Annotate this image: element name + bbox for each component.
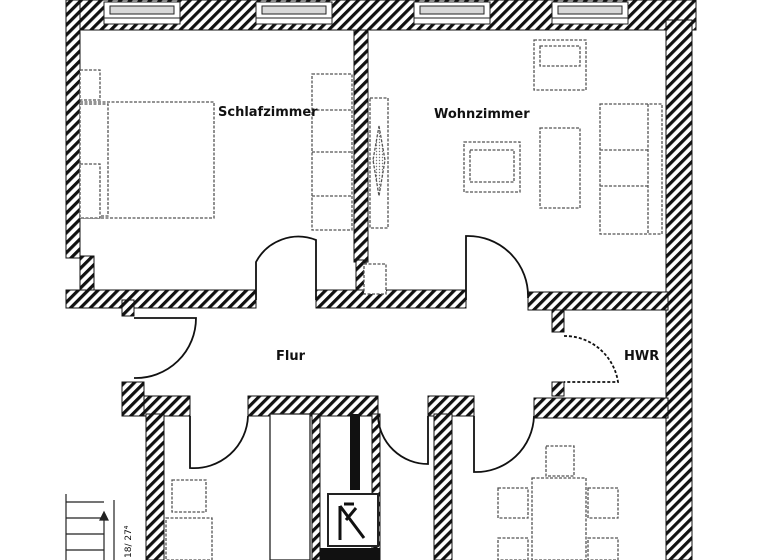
wall-lower-left-b bbox=[143, 395, 191, 417]
room-label-hwr: HWR bbox=[624, 349, 659, 364]
wall-bath-left bbox=[145, 413, 165, 560]
door-bath bbox=[189, 415, 249, 470]
dining-chair-top bbox=[545, 445, 575, 477]
window-3 bbox=[413, 1, 491, 25]
door-dining bbox=[473, 415, 535, 473]
window-4 bbox=[551, 1, 629, 25]
room-label-schlafzimmer: Schlafzimmer bbox=[218, 105, 318, 120]
window-2 bbox=[255, 1, 333, 25]
dining-chair-left-1 bbox=[497, 487, 529, 519]
sofa bbox=[599, 103, 663, 235]
wall-hwr-left-low bbox=[551, 381, 565, 397]
wall-hwr-left bbox=[551, 309, 565, 333]
shaft-symbol bbox=[338, 502, 366, 540]
dining-table bbox=[531, 477, 587, 560]
wall-lower-center-r bbox=[427, 395, 475, 417]
shaft-box bbox=[327, 493, 379, 547]
bedside-top bbox=[79, 69, 101, 101]
dining-chair-right-1 bbox=[587, 487, 619, 519]
living-furniture bbox=[363, 39, 663, 295]
wall-lower-center bbox=[247, 395, 379, 417]
wall-shaft-right bbox=[371, 413, 381, 560]
door-shaft bbox=[377, 415, 429, 465]
dining-chair-right-2 bbox=[587, 537, 619, 560]
doors bbox=[133, 235, 620, 473]
wall-left-step bbox=[79, 255, 95, 291]
wall-lower-right bbox=[533, 397, 669, 419]
wall-mid-center bbox=[315, 289, 467, 309]
bedside-bottom bbox=[79, 163, 101, 219]
stair-dimension-label: 18/ 27⁴ bbox=[124, 525, 134, 558]
door-hwr bbox=[563, 335, 620, 383]
door-flur-left bbox=[133, 317, 197, 379]
door-living bbox=[465, 235, 529, 300]
wall-shaft-left bbox=[311, 413, 321, 560]
wall-divider-bed-living bbox=[353, 29, 369, 263]
wall-mid-left bbox=[65, 289, 257, 309]
wall-lower-left bbox=[121, 381, 145, 417]
shaft bbox=[320, 414, 380, 560]
wall-mid-right bbox=[527, 291, 669, 311]
room-label-flur: Flur bbox=[276, 349, 306, 364]
window-1 bbox=[103, 1, 181, 25]
walls bbox=[65, 0, 697, 560]
coffee-table bbox=[539, 127, 581, 209]
windows bbox=[103, 1, 629, 25]
room-label-wohnzimmer: Wohnzimmer bbox=[434, 107, 530, 122]
shaft-post bbox=[350, 414, 360, 490]
dining-chair-left-2 bbox=[497, 537, 529, 560]
wall-left-upper bbox=[65, 0, 81, 259]
lower-furniture bbox=[165, 413, 619, 560]
bath-chair bbox=[171, 479, 207, 513]
door-bedroom bbox=[255, 235, 317, 300]
wall-right bbox=[665, 19, 693, 560]
shaft-bar bbox=[320, 548, 380, 560]
bedroom-furniture bbox=[79, 69, 353, 231]
column bbox=[269, 413, 311, 560]
bath-cabinet bbox=[165, 517, 213, 560]
wall-dining-left bbox=[433, 413, 453, 560]
staircase bbox=[65, 494, 115, 560]
plant-stand bbox=[363, 263, 387, 295]
wall-lower-stub bbox=[121, 299, 135, 317]
